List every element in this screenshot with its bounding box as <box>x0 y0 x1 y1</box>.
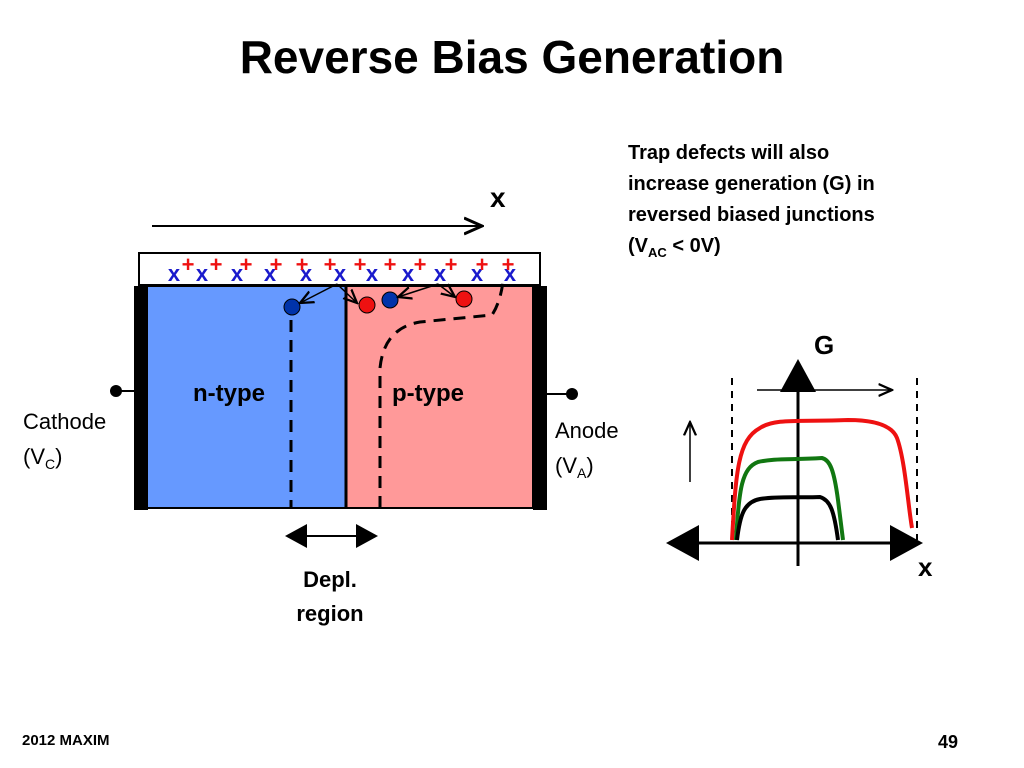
fixed-charge-mark: + <box>502 252 515 277</box>
electron-dot <box>283 298 301 316</box>
trap-mark: x <box>366 261 379 286</box>
emission-arrow <box>398 283 439 297</box>
footer-copyright: 2012 MAXIM <box>22 732 110 749</box>
trap-mark: x <box>471 261 484 286</box>
trap-mark: x <box>168 261 181 286</box>
cathode-terminal <box>110 385 122 397</box>
emission-arrow <box>336 283 357 303</box>
trap-mark: x <box>300 261 313 286</box>
anode-label: Anode <box>555 418 619 443</box>
fixed-charge-mark: + <box>445 252 458 277</box>
cathode-symbol-sub: C <box>45 456 55 472</box>
n-type-region <box>147 286 346 508</box>
depl-label-line-1: Depl. <box>303 567 357 592</box>
trap-mark: x <box>402 261 415 286</box>
note-line-1: Trap defects will also <box>628 142 830 164</box>
explanation-note: Trap defects will also increase generati… <box>628 138 968 268</box>
p-type-region <box>346 286 533 508</box>
cathode-symbol-prefix: (V <box>23 444 45 469</box>
depl-label-line-2: region <box>296 601 363 626</box>
fixed-charge-mark: + <box>354 252 367 277</box>
cathode-symbol-suffix: ) <box>55 444 62 469</box>
anode-symbol-suffix: ) <box>586 453 593 478</box>
hole-dot <box>358 296 376 314</box>
note-line-4-prefix: (V <box>628 235 648 257</box>
page-number: 49 <box>938 732 959 752</box>
depletion-edge-p <box>378 281 505 508</box>
cathode-contact <box>134 286 148 510</box>
note-line-4-sub: AC <box>648 245 667 260</box>
p-type-label: p-type <box>392 380 464 407</box>
emission-arrow <box>437 283 455 297</box>
trap-mark: x <box>196 261 209 286</box>
fixed-charge-mark: + <box>240 252 253 277</box>
fixed-charge-mark: + <box>270 252 283 277</box>
cathode-symbol: (VC) <box>23 444 62 472</box>
note-line-3: reversed biased junctions <box>628 204 875 226</box>
trap-mark: x <box>504 261 517 286</box>
plus-marks: + + + + + + + + + + + + <box>182 252 515 277</box>
anode-contact <box>533 286 547 510</box>
fixed-charge-mark: + <box>476 252 489 277</box>
note-line-4-suffix: < 0V) <box>666 235 721 257</box>
slide-title: Reverse Bias Generation <box>239 31 785 83</box>
anode-terminal <box>566 388 578 400</box>
fixed-charge-mark: + <box>414 252 427 277</box>
anode-symbol-sub: A <box>577 465 587 481</box>
trap-mark: x <box>264 261 277 286</box>
trap-mark: x <box>231 261 244 286</box>
cathode-label: Cathode <box>23 409 106 434</box>
trap-mark: x <box>334 261 347 286</box>
x-axis-label: x <box>490 182 506 213</box>
fixed-charge-mark: + <box>210 252 223 277</box>
emission-arrow <box>300 283 338 303</box>
note-line-2: increase generation (G) in <box>628 173 875 195</box>
anode-symbol: (VA) <box>555 453 594 481</box>
fixed-charge-mark: + <box>182 252 195 277</box>
anode-symbol-prefix: (V <box>555 453 577 478</box>
fixed-charge-mark: + <box>384 252 397 277</box>
fixed-charge-mark: + <box>324 252 337 277</box>
electron-dot <box>381 291 399 309</box>
trap-mark: x <box>434 261 447 286</box>
n-type-label: n-type <box>193 380 265 407</box>
hole-dot <box>455 290 473 308</box>
fixed-charge-mark: + <box>296 252 309 277</box>
note-line-4: (VAC < 0V) <box>628 231 968 268</box>
